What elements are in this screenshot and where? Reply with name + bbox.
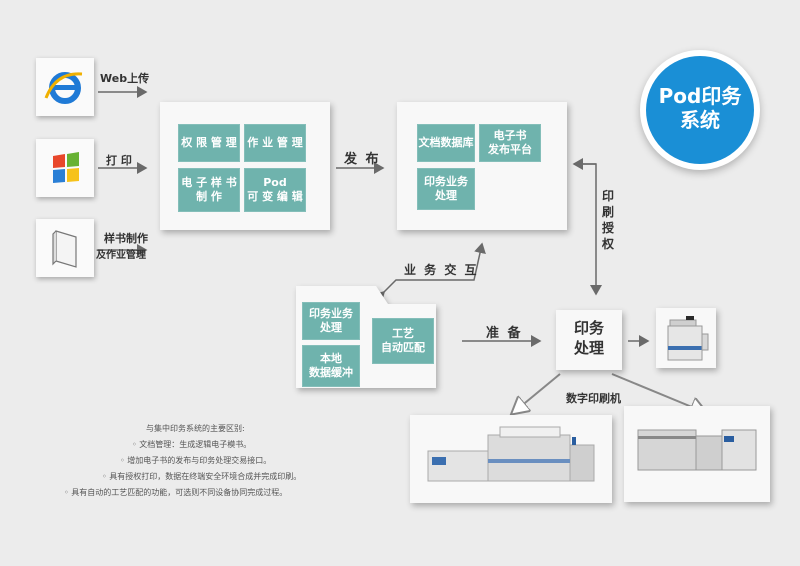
notes-item-3: ◦ 具有授权打印，数据在终端安全环境合成并完成印刷。 — [102, 472, 302, 481]
windows-icon — [53, 152, 79, 183]
input-label-book-2: 及作业管理 — [96, 250, 146, 261]
auth-label: 印 刷 授 权 — [602, 189, 615, 251]
ie-card — [36, 58, 94, 116]
process-label: 印务 处理 — [573, 319, 604, 357]
press-right-card — [624, 406, 770, 502]
tile-ebook-platform: 电子书 发布平台 — [479, 124, 541, 162]
arrow-to-machine-right — [611, 373, 704, 412]
production-press-2-icon — [637, 429, 757, 471]
prepare-label: 准 备 — [486, 326, 523, 341]
book-card — [36, 219, 94, 277]
publish-label: 发 布 — [344, 152, 381, 167]
tile-ebook-sample: 电 子 样 书 制 作 — [178, 168, 240, 212]
tile-pod-variable: Pod 可 变 编 辑 — [244, 168, 306, 212]
small-printer-card — [656, 308, 716, 368]
tile-job-mgmt: 作 业 管 理 — [244, 124, 306, 162]
notes-item-4: ◦ 具有自动的工艺匹配的功能，可选则不同设备协同完成过程。 — [64, 488, 288, 497]
interact-label: 业 务 交 互 — [404, 263, 479, 277]
input-label-book-1: 样书制作 — [104, 232, 148, 245]
notes-title: 与集中印务系统的主要区别: — [146, 424, 245, 433]
press-left-card — [410, 415, 612, 503]
notes-item-1: ◦ 文档管理：生成逻辑电子模书。 — [132, 440, 252, 449]
ie-browser-icon — [44, 72, 83, 104]
tile-local-cache: 本地 数据缓冲 — [302, 345, 360, 387]
production-press-icon — [427, 426, 595, 482]
notes-item-2: ◦ 增加电子书的发布与印务处理交易接口。 — [120, 456, 272, 465]
printer-label: 数字印刷机 — [566, 392, 621, 405]
arrow-auth-down — [574, 163, 602, 296]
arrow-to-machine-left — [514, 373, 561, 412]
windows-card — [36, 139, 94, 197]
arrow-interact — [373, 242, 486, 303]
system-badge: Pod印务 系统 — [640, 50, 760, 170]
publishing-panel — [397, 102, 567, 230]
notes: 与集中印务系统的主要区别: ◦ 文档管理：生成逻辑电子模书。 ◦ 增加电子书的发… — [64, 421, 302, 501]
tile-print-business: 印务业务 处理 — [417, 168, 475, 210]
tile-permission-mgmt: 权 限 管 理 — [178, 124, 240, 162]
badge-title-line1: Pod印务 — [658, 84, 742, 108]
input-label-web: Web上传 — [100, 72, 150, 85]
input-label-print: 打 印 — [106, 154, 132, 167]
copier-icon — [667, 316, 709, 361]
tile-auto-process: 工艺 自动匹配 — [372, 318, 434, 364]
book-icon — [52, 230, 77, 268]
process-box — [556, 310, 622, 370]
badge-title-line2: 系统 — [680, 108, 720, 132]
tile-doc-database: 文档数据库 — [417, 124, 475, 162]
tile-print-business-local: 印务业务 处理 — [302, 302, 360, 340]
